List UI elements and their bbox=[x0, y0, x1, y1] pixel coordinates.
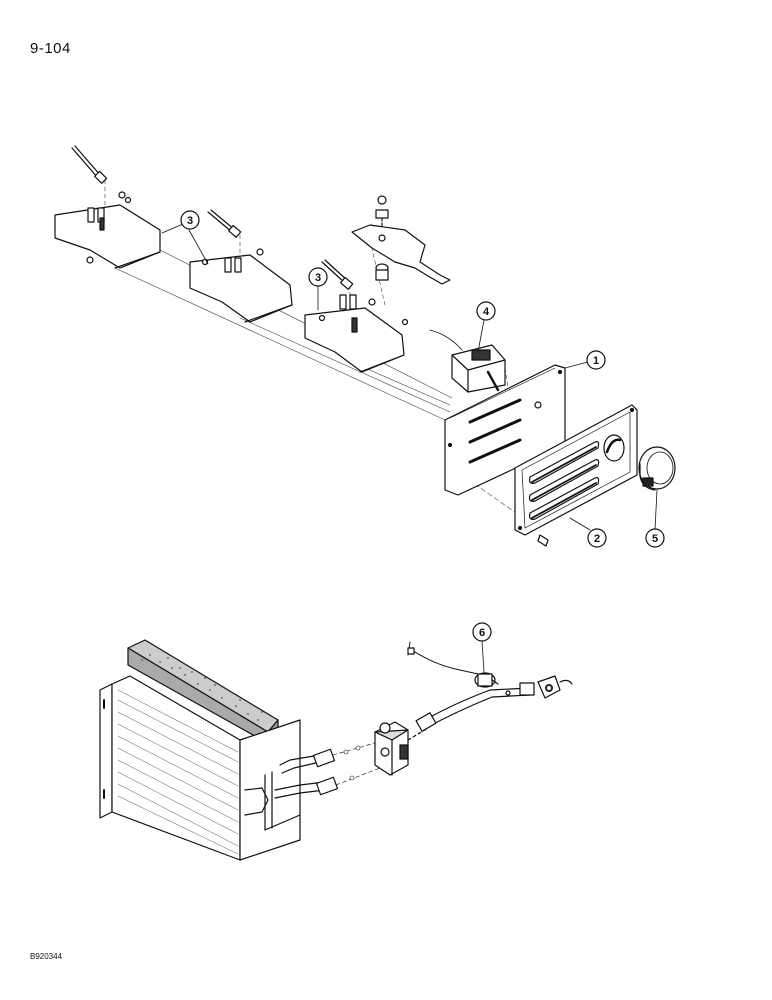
page-number: 9-104 bbox=[30, 40, 71, 57]
callout-1: 1 bbox=[564, 350, 606, 370]
toggle-switch bbox=[429, 329, 506, 393]
callout-3-lower: 3 bbox=[308, 267, 328, 311]
control-knob bbox=[638, 446, 676, 491]
svg-text:3: 3 bbox=[315, 272, 321, 284]
svg-text:3: 3 bbox=[187, 215, 193, 227]
svg-text:6: 6 bbox=[479, 627, 485, 639]
capillary-tube bbox=[415, 675, 573, 732]
callout-6: 6 bbox=[472, 622, 492, 673]
heater-core bbox=[99, 675, 339, 861]
callout-2: 2 bbox=[569, 517, 607, 548]
callout-5: 5 bbox=[645, 489, 665, 548]
bracket-left bbox=[54, 145, 161, 269]
cam-plate bbox=[351, 195, 451, 285]
bracket-middle bbox=[189, 209, 293, 323]
temperature-sensor bbox=[407, 641, 499, 688]
vent-panel bbox=[444, 364, 566, 496]
louver-grille bbox=[514, 404, 638, 547]
bracket-right bbox=[304, 259, 409, 373]
callout-3-upper: 3 bbox=[161, 210, 209, 265]
callout-4: 4 bbox=[476, 301, 496, 353]
water-valve bbox=[374, 721, 429, 776]
svg-text:5: 5 bbox=[652, 533, 658, 545]
figure-id: B920344 bbox=[30, 952, 63, 961]
fitting-lines bbox=[332, 741, 381, 786]
svg-text:4: 4 bbox=[483, 306, 490, 318]
svg-text:1: 1 bbox=[593, 355, 599, 367]
svg-text:2: 2 bbox=[594, 533, 600, 545]
